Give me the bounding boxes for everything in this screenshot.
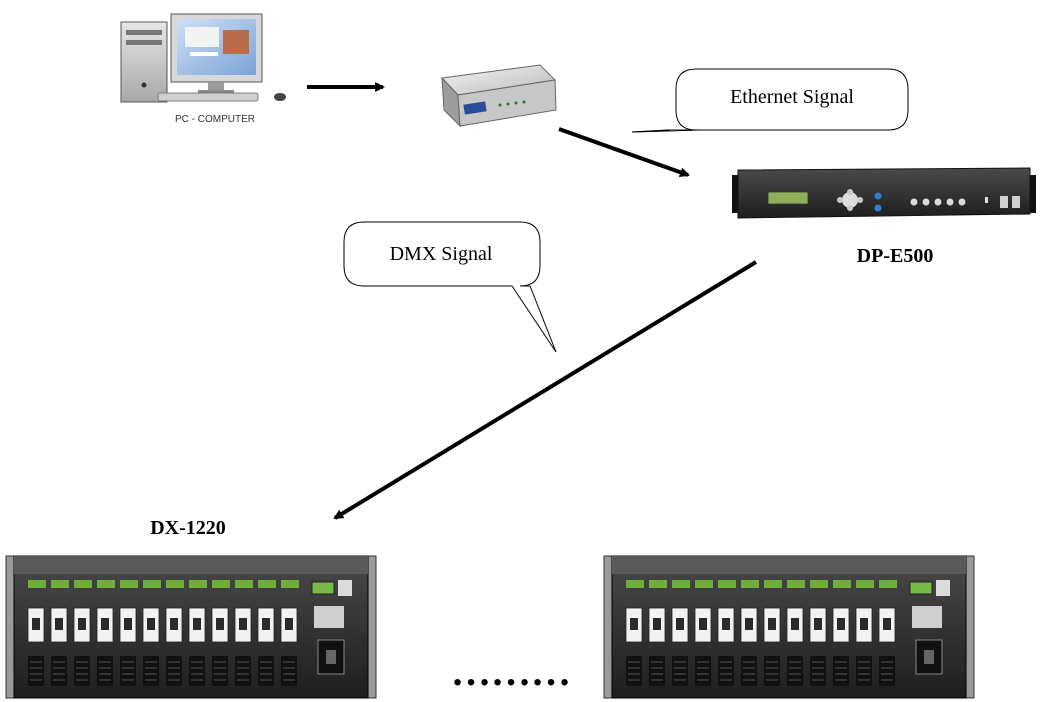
ethernet-signal-callout — [631, 68, 909, 133]
dx-1220-label: DX-1220 — [150, 517, 226, 539]
more-devices-ellipsis: ……… — [451, 649, 571, 694]
dp-e500-label: DP-E500 — [857, 245, 934, 267]
pc-computer-label: PC - COMPUTER — [175, 114, 255, 125]
arrow-controller-to-dimmer — [333, 260, 758, 520]
dx-1220-rack-left-icon — [5, 555, 377, 699]
dp-e500-device-icon — [732, 167, 1036, 219]
dmx-signal-callout — [343, 221, 557, 353]
pc-computer-icon — [120, 13, 286, 103]
ethernet-signal-label: Ethernet Signal — [730, 86, 854, 108]
dx-1220-rack-right-icon — [603, 555, 975, 699]
arrow-switch-to-controller — [558, 127, 690, 178]
dmx-signal-label: DMX Signal — [390, 243, 493, 265]
network-switch-icon — [440, 64, 557, 128]
